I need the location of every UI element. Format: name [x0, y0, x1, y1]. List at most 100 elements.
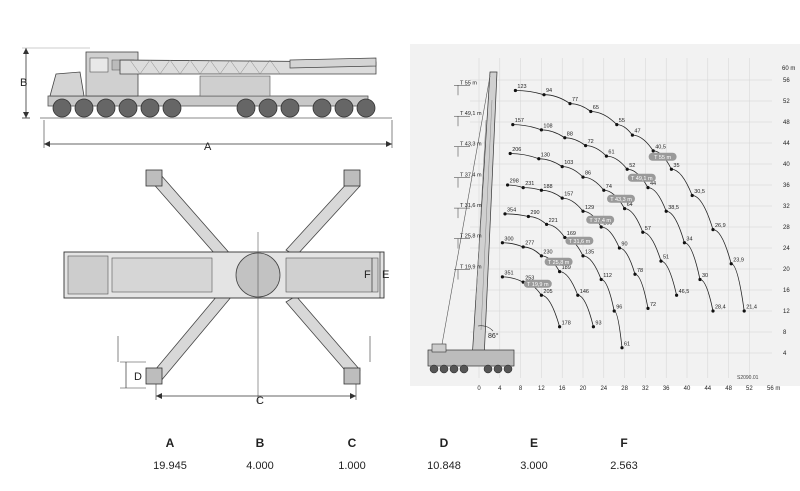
carrier-cab	[67, 255, 109, 295]
x-tick-label: 16	[559, 386, 566, 392]
dimension-letter: A	[165, 436, 175, 450]
x-tick-label: 20	[580, 386, 587, 392]
y-tick-label: 24	[783, 246, 790, 252]
arc-tag-label: T 55 m	[654, 155, 671, 161]
load-point	[563, 136, 567, 140]
y-tick-label: 8	[783, 330, 787, 336]
load-value-label: 74	[606, 184, 612, 190]
boom-angle-label: 86°	[488, 332, 499, 340]
y-tick-label: 52	[783, 99, 790, 105]
load-point	[646, 306, 650, 310]
x-axis-unit: 56 m	[767, 386, 780, 392]
boom-tip	[289, 57, 377, 69]
load-value-label: 26,9	[715, 223, 726, 229]
load-value-label: 206	[512, 147, 521, 153]
load-value-label: 169	[567, 231, 576, 237]
load-value-label: 47	[634, 129, 640, 135]
y-tick-label: 36	[783, 183, 790, 189]
load-value-label: 351	[504, 270, 513, 276]
load-value-label: 55	[619, 118, 625, 124]
load-point	[500, 275, 504, 279]
chart-crane-body	[427, 349, 515, 367]
chart-crane-wheels	[429, 364, 513, 374]
load-value-label: 103	[564, 160, 573, 166]
x-tick-label: 48	[725, 386, 732, 392]
load-value-label: 205	[543, 289, 552, 295]
load-value-label: 96	[616, 305, 622, 311]
load-value-label: 86	[585, 171, 591, 177]
load-point	[568, 102, 572, 106]
load-point	[500, 241, 504, 245]
arc-tag-badge	[586, 215, 615, 224]
outrigger-pads	[145, 169, 361, 385]
rear-deck	[285, 257, 379, 293]
load-curves: 123947765554740,53530,526,923,921,415710…	[500, 84, 757, 350]
load-value-label: 290	[530, 210, 539, 216]
arc-tag-label: T 31,6 m	[569, 239, 591, 245]
load-value-label: 77	[572, 97, 578, 103]
load-value-label: 57	[645, 226, 651, 232]
load-value-label: 123	[517, 84, 526, 90]
load-point	[526, 214, 531, 219]
load-point	[602, 188, 606, 192]
y-tick-label: 12	[783, 309, 790, 315]
load-value-label: 23,9	[733, 257, 744, 263]
load-point	[623, 207, 627, 211]
load-point	[625, 167, 629, 171]
boom-length-label: T 19,9 m	[460, 265, 482, 271]
load-point	[711, 228, 715, 232]
dimension-f: F 2.563	[574, 436, 674, 472]
dimension-b-label: B	[20, 77, 27, 89]
load-value-label: 64	[627, 202, 633, 208]
dimension-c: C 1.000	[302, 436, 402, 472]
load-value-label: 93	[595, 320, 601, 326]
load-value-label: 35	[673, 163, 679, 169]
boom-lattice	[129, 59, 281, 75]
dimension-value: 2.563	[610, 460, 638, 472]
load-point	[620, 346, 624, 350]
load-value-label: 21,4	[746, 305, 757, 311]
dimension-f-label: F	[364, 269, 371, 281]
load-point	[690, 193, 694, 198]
load-point	[539, 293, 544, 297]
load-value-label: 157	[515, 118, 524, 124]
load-point	[563, 235, 567, 240]
arc-tag-badge	[627, 173, 656, 182]
arc-tag-badge	[648, 152, 677, 161]
x-tick-label: 12	[538, 386, 545, 392]
dimension-c-label: C	[256, 395, 264, 407]
load-value-label: 231	[525, 181, 534, 187]
dimension-d: D 10.848	[394, 436, 494, 472]
x-tick-label: 24	[600, 386, 607, 392]
dimension-letter: C	[347, 436, 357, 450]
load-point	[542, 93, 546, 97]
y-tick-label: 4	[783, 351, 787, 357]
load-point	[506, 183, 510, 187]
x-tick-label: 32	[642, 386, 649, 392]
load-value-label: 112	[603, 273, 612, 279]
load-point	[539, 254, 544, 258]
y-tick-label: 40	[783, 162, 790, 168]
load-value-label: 178	[562, 320, 571, 326]
load-point	[651, 149, 655, 153]
dimension-value: 19.945	[153, 460, 187, 472]
load-value-label: 108	[543, 123, 552, 129]
load-point	[513, 88, 518, 93]
dimension-a-label: A	[204, 141, 212, 153]
load-point	[633, 272, 637, 276]
dimension-letter: B	[255, 436, 265, 450]
load-value-label: 277	[525, 240, 534, 246]
dimension-letter: D	[439, 436, 449, 450]
load-point	[503, 212, 507, 216]
load-value-label: 253	[525, 276, 534, 282]
load-point	[669, 167, 674, 171]
wheels	[52, 98, 376, 118]
x-tick-label: 40	[684, 386, 691, 392]
load-point	[742, 309, 746, 313]
load-point	[511, 123, 515, 127]
dimension-letter: F	[620, 436, 628, 450]
load-point	[729, 262, 733, 266]
